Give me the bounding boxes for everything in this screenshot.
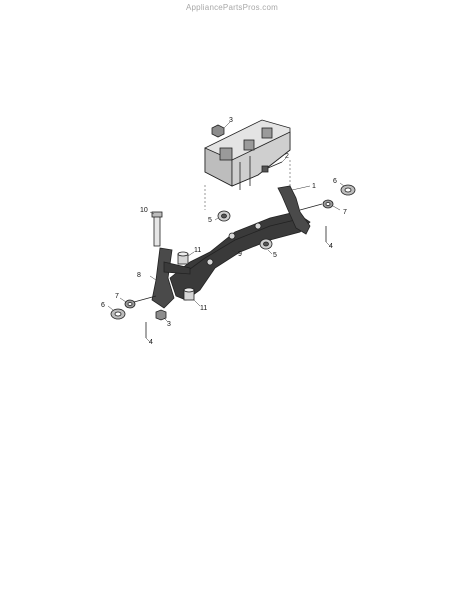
pivot-bushing-lower bbox=[259, 238, 273, 255]
left-cotter-pin bbox=[145, 322, 151, 343]
callout-4-left: 4 bbox=[149, 339, 153, 346]
callout-6-right: 6 bbox=[333, 178, 337, 185]
bolt-2 bbox=[261, 157, 287, 173]
callout-11-lower: 11 bbox=[200, 305, 207, 312]
callout-5-lower: 5 bbox=[273, 252, 277, 259]
callout-10: 10 bbox=[140, 207, 148, 214]
callout-4-right: 4 bbox=[329, 243, 333, 250]
callout-7-right: 7 bbox=[343, 209, 347, 216]
left-bushing bbox=[107, 305, 126, 320]
callout-3-top: 3 bbox=[229, 117, 233, 124]
nut-top bbox=[211, 121, 231, 138]
left-washer bbox=[119, 297, 136, 309]
callout-7-left: 7 bbox=[115, 293, 119, 300]
nut-left bbox=[155, 309, 169, 323]
right-bushing bbox=[339, 182, 356, 196]
callout-2: 2 bbox=[285, 153, 289, 160]
right-spindle bbox=[277, 185, 323, 235]
right-washer bbox=[322, 199, 341, 211]
axle-bushing-lower bbox=[183, 287, 201, 307]
callout-6-left: 6 bbox=[101, 302, 105, 309]
callout-8: 8 bbox=[137, 272, 141, 279]
callout-5-upper: 5 bbox=[208, 217, 212, 224]
callout-1: 1 bbox=[312, 183, 316, 190]
callout-3-left: 3 bbox=[167, 321, 171, 328]
pivot-bushing-upper bbox=[214, 210, 231, 222]
left-spindle bbox=[133, 247, 191, 309]
watermark-text: AppliancePartsPros.com bbox=[186, 3, 278, 12]
king-pin-bolt bbox=[149, 211, 163, 247]
right-cotter-pin bbox=[325, 226, 331, 247]
callout-9: 9 bbox=[238, 251, 242, 258]
axle-bushing-upper bbox=[177, 251, 195, 265]
callout-11-upper: 11 bbox=[194, 247, 201, 254]
mounting-bracket bbox=[204, 119, 291, 210]
